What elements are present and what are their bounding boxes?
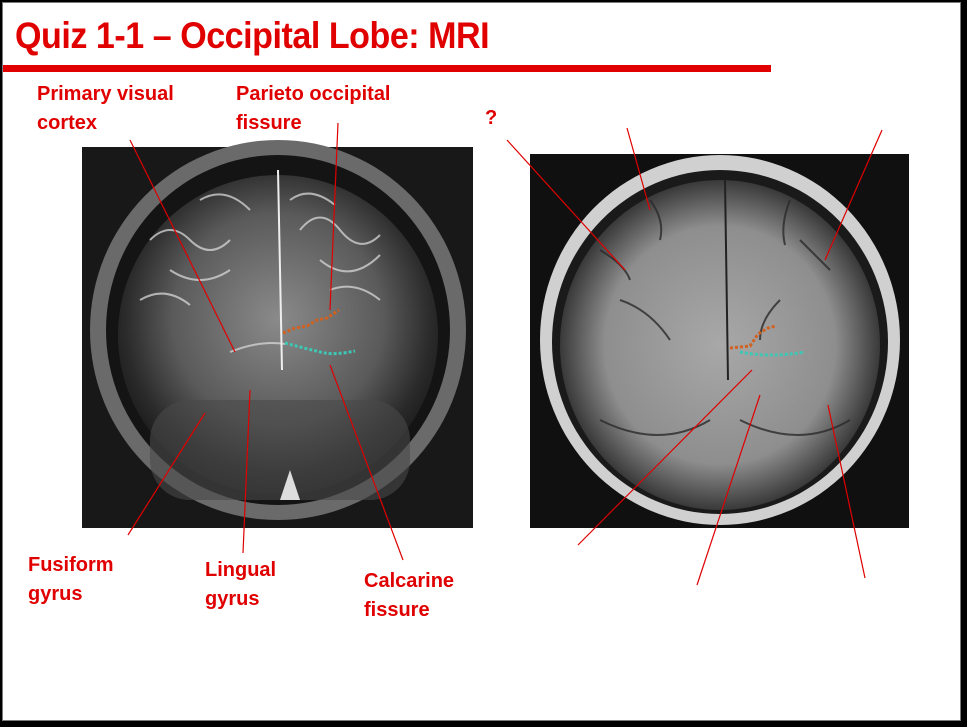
label-primary-visual-cortex: Primary visual cortex: [37, 83, 174, 134]
label-lingual-gyrus: Lingual gyrus: [205, 559, 277, 610]
pointer-lines: [127, 122, 883, 586]
right-mri-image: [530, 154, 909, 528]
label-question: ?: [485, 107, 498, 129]
calcarine-trace-right: [739, 350, 806, 357]
left-mri-image: [82, 140, 473, 528]
label-fusiform-gyrus: Fusiform gyrus: [28, 554, 114, 605]
calcarine-trace-left: [284, 341, 356, 356]
label-calcarine-fissure: Calcarine fissure: [364, 570, 455, 621]
title-underline: [3, 65, 771, 72]
label-parieto-occipital-fissure: Parieto occipital fissure: [236, 83, 391, 134]
parieto-occipital-trace-left: [282, 308, 340, 335]
slide-title: Quiz 1-1 – Occipital Lobe: MRI: [15, 15, 490, 56]
